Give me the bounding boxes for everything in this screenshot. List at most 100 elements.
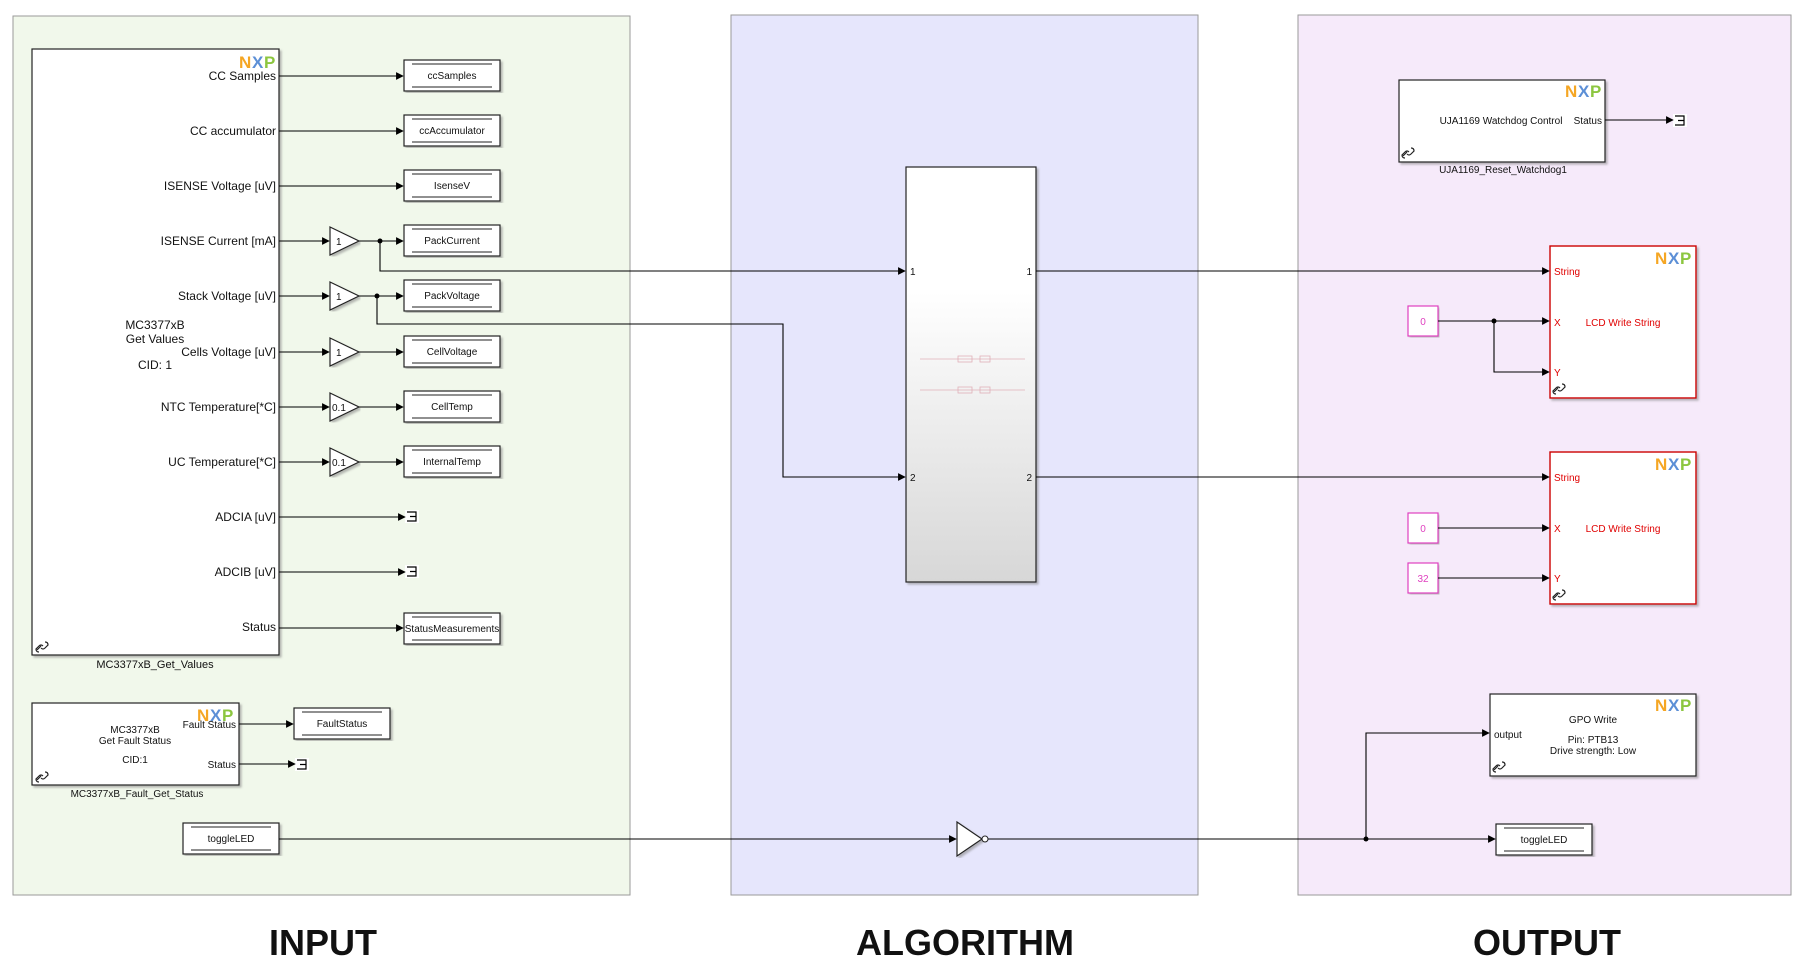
gain-value: 1: [336, 348, 342, 359]
constant-value: 0: [1420, 524, 1426, 535]
svg-text:N: N: [1655, 455, 1667, 474]
goto-tag: ccSamples: [428, 71, 477, 82]
gpo-drive-strength: Drive strength: Low: [1550, 746, 1637, 757]
gain-block-uc[interactable]: 0.1: [329, 447, 361, 477]
constant-lcd2-x[interactable]: 0: [1407, 512, 1439, 544]
constant-lcd1-x[interactable]: 0: [1407, 305, 1439, 337]
gpo-title: GPO Write: [1569, 715, 1618, 726]
watchdog-port-status: Status: [1574, 116, 1602, 127]
lcd-write-string-2[interactable]: N X P LCD Write String String X Y: [1549, 451, 1697, 605]
gain-value: 0.1: [332, 458, 346, 469]
svg-text:N: N: [197, 706, 209, 725]
output-wires: [279, 267, 1550, 843]
goto-tag: IsenseV: [434, 181, 470, 192]
goto-cc-accumulator[interactable]: ccAccumulator: [403, 114, 501, 147]
svg-text:P: P: [1680, 696, 1691, 715]
goto-tag: StatusMeasurements: [405, 624, 500, 635]
lcd2-label: LCD Write String: [1586, 524, 1661, 535]
gain-value: 0.1: [332, 403, 346, 414]
fault-title-3: CID:1: [122, 755, 148, 766]
port-adcia: ADCIA [uV]: [215, 510, 276, 524]
goto-cell-voltage[interactable]: CellVoltage: [403, 335, 501, 368]
get-values-title-2: Get Values: [126, 332, 184, 346]
from-toggle-led[interactable]: toggleLED: [182, 822, 280, 855]
goto-tag: CellTemp: [431, 402, 473, 413]
gpo-port-output: output: [1494, 730, 1522, 741]
get-values-block-name: MC3377xB_Get_Values: [96, 659, 214, 671]
subsystem-in-2: 2: [910, 473, 916, 484]
goto-fault-status[interactable]: FaultStatus: [293, 707, 391, 740]
logical-not-block[interactable]: [956, 820, 989, 858]
goto-tag: ccAccumulator: [419, 126, 485, 137]
terminator-adcib[interactable]: [405, 565, 419, 578]
constant-value: 32: [1417, 574, 1429, 585]
gain-value: 1: [336, 292, 342, 303]
fault-title-2: Get Fault Status: [99, 736, 171, 747]
gain-block-voltage[interactable]: 1: [329, 281, 361, 311]
svg-text:P: P: [222, 706, 233, 725]
goto-toggle-led[interactable]: toggleLED: [1495, 823, 1593, 856]
lcd1-port-string: String: [1554, 267, 1580, 278]
svg-text:N: N: [1565, 82, 1577, 101]
lcd1-port-y: Y: [1554, 368, 1561, 379]
nxp-logo: N X P: [1655, 696, 1691, 715]
port-fault-status-2: Status: [208, 760, 236, 771]
from-tag: toggleLED: [208, 834, 255, 845]
algorithm-subsystem[interactable]: 1 2 1 2: [905, 166, 1037, 583]
fault-title-1: MC3377xB: [110, 725, 160, 736]
svg-text:X: X: [1668, 249, 1680, 268]
subsystem-in-1: 1: [910, 267, 916, 278]
port-uc-temperature: UC Temperature[*C]: [168, 455, 276, 469]
nxp-logo: N X P: [197, 706, 233, 725]
goto-isense-v[interactable]: IsenseV: [403, 169, 501, 202]
gain-value: 1: [336, 237, 342, 248]
watchdog-block[interactable]: N X P UJA1169 Watchdog Control Status: [1398, 79, 1606, 163]
library-link-icon: [35, 771, 49, 783]
port-cells-voltage: Cells Voltage [uV]: [181, 345, 276, 359]
port-isense-current: ISENSE Current [mA]: [161, 234, 276, 248]
goto-internal-temp[interactable]: InternalTemp: [403, 445, 501, 478]
svg-text:X: X: [210, 706, 222, 725]
goto-pack-current[interactable]: PackCurrent: [403, 224, 501, 257]
subsystem-preview-icon: [920, 355, 1025, 394]
goto-tag: CellVoltage: [427, 347, 478, 358]
nxp-logo: N X P: [1655, 455, 1691, 474]
input-title: INPUT: [269, 922, 377, 963]
goto-pack-voltage[interactable]: PackVoltage: [403, 279, 501, 312]
get-values-title-1: MC3377xB: [125, 318, 184, 332]
svg-text:P: P: [1680, 249, 1691, 268]
gpo-pin: Pin: PTB13: [1568, 735, 1619, 746]
terminator-fault-status[interactable]: [295, 758, 309, 771]
input-wires: [279, 72, 906, 632]
nxp-logo: N X P: [239, 53, 275, 72]
lcd2-port-string: String: [1554, 473, 1580, 484]
fault-status-block[interactable]: N X P MC3377xB Get Fault Status CID:1 Fa…: [31, 702, 240, 786]
lcd1-port-x: X: [1554, 318, 1561, 329]
terminator-watchdog[interactable]: [1673, 114, 1687, 127]
goto-status-measurements[interactable]: StatusMeasurements: [403, 612, 501, 645]
lcd2-port-x: X: [1554, 524, 1561, 535]
goto-tag: InternalTemp: [423, 457, 481, 468]
gain-block-ntc[interactable]: 0.1: [329, 392, 361, 422]
library-link-icon: [1492, 761, 1506, 773]
svg-text:X: X: [1668, 455, 1680, 474]
constant-lcd2-y[interactable]: 32: [1407, 562, 1439, 594]
library-link-icon: [1552, 589, 1566, 601]
port-adcib: ADCIB [uV]: [215, 565, 276, 579]
goto-tag: PackVoltage: [424, 291, 480, 302]
get-values-block[interactable]: N X P MC3377xB Get Values CID: 1 CC Samp…: [31, 48, 280, 656]
goto-cell-temp[interactable]: CellTemp: [403, 390, 501, 423]
goto-cc-samples[interactable]: ccSamples: [403, 59, 501, 92]
svg-text:N: N: [239, 53, 251, 72]
port-isense-voltage: ISENSE Voltage [uV]: [164, 179, 276, 193]
svg-text:X: X: [1668, 696, 1680, 715]
gain-block-current[interactable]: 1: [329, 226, 361, 256]
gpo-write-block[interactable]: N X P GPO Write Pin: PTB13 Drive strengt…: [1489, 693, 1697, 777]
lcd-write-string-1[interactable]: N X P LCD Write String String X Y: [1549, 245, 1697, 399]
subsystem-out-2: 2: [1026, 473, 1032, 484]
terminator-adcia[interactable]: [405, 510, 419, 523]
gain-block-cells[interactable]: 1: [329, 337, 361, 367]
algorithm-title: ALGORITHM: [856, 922, 1074, 963]
get-values-title-3: CID: 1: [138, 358, 172, 372]
svg-text:P: P: [1680, 455, 1691, 474]
